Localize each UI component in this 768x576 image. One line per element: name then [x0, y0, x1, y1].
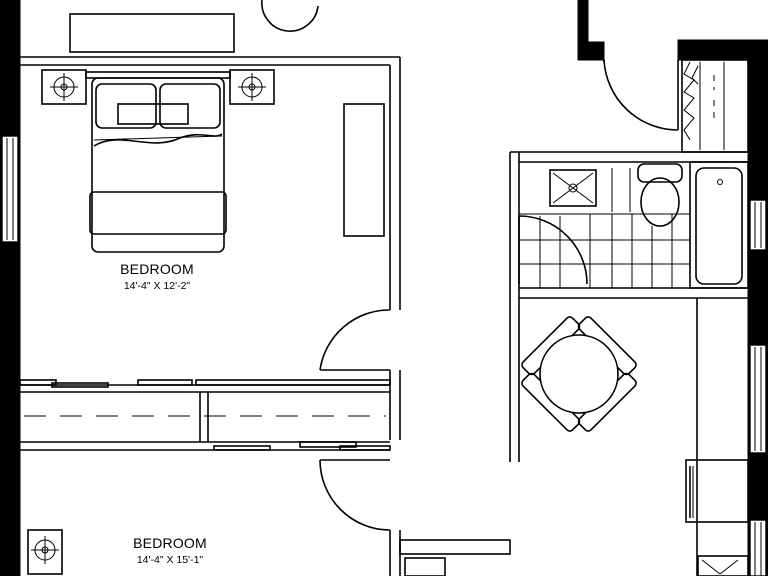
window-left	[1, 135, 19, 243]
room-dimensions-bedroom-1: 14'-4" X 12'-2"	[124, 280, 191, 292]
door-bathroom	[518, 215, 588, 285]
bed	[85, 71, 231, 253]
nightstand-bedroom-2	[27, 529, 63, 575]
shelf	[69, 13, 235, 53]
door-bedroom-1	[319, 309, 391, 371]
window-right-upper	[749, 199, 767, 251]
entry-closet	[681, 59, 749, 153]
dresser	[343, 103, 385, 237]
bedroom-closet	[19, 379, 391, 451]
room-label-bedroom-1: BEDROOM	[120, 261, 194, 277]
room-label-bedroom-2: BEDROOM	[133, 535, 207, 551]
bathroom-floor-lines	[519, 168, 690, 288]
nightstand-right	[229, 69, 275, 105]
window-right-mid	[749, 344, 767, 454]
kitchen-sink-corner	[697, 555, 749, 576]
toilet	[637, 163, 683, 227]
kitchen-appliance	[685, 459, 749, 523]
door-bedroom-2	[319, 459, 391, 531]
door-arc-top	[261, 0, 319, 32]
bathtub	[689, 161, 749, 289]
room-dimensions-bedroom-2: 14'-4" X 15'-1"	[137, 554, 204, 566]
window-right-lower	[749, 519, 767, 576]
nightstand-left	[41, 69, 87, 105]
door-entry-top	[603, 59, 679, 131]
dining-table	[521, 316, 637, 432]
vanity-sink	[549, 169, 597, 207]
